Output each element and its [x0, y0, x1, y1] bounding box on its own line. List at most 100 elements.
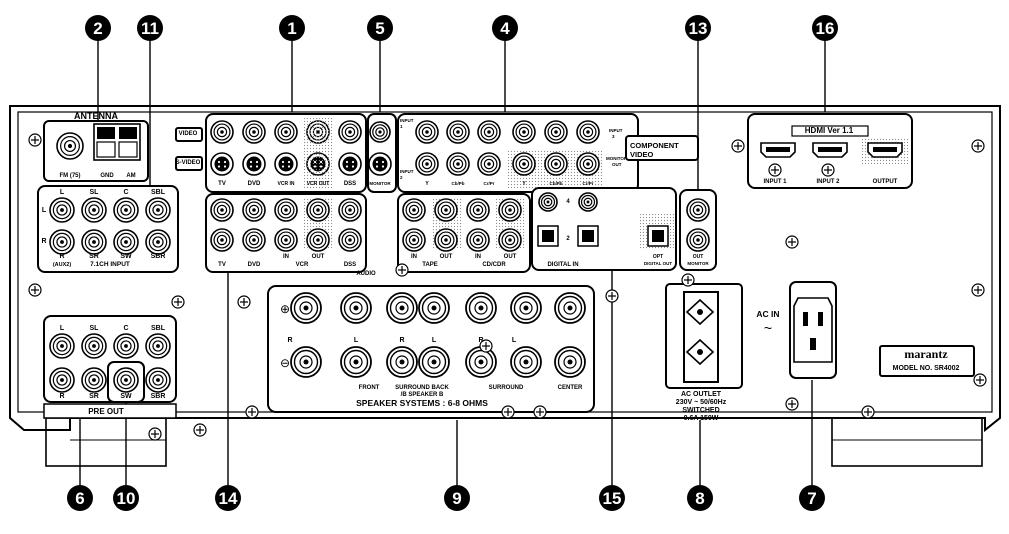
- callout-disc-2: [85, 15, 111, 41]
- ac-inlet[interactable]: [789, 281, 837, 379]
- comp-in2-jack-2[interactable]: [477, 152, 501, 176]
- comp-in1-jack-2[interactable]: [477, 120, 501, 144]
- video-dss-label: DSS: [344, 181, 356, 187]
- audio2-l-jack-3[interactable]: [498, 198, 522, 222]
- in71-bot-jack-1[interactable]: [81, 229, 107, 255]
- callout-number-11: 11: [141, 19, 159, 38]
- comp-in3-jack-2[interactable]: [576, 120, 600, 144]
- optical-out[interactable]: [647, 225, 669, 247]
- spk-sr-r: R: [478, 337, 483, 344]
- speaker-minus-6[interactable]: [554, 346, 586, 378]
- audio-l-jack-4[interactable]: [338, 198, 362, 222]
- ac-outlet-socket[interactable]: [683, 291, 719, 383]
- pre-bot-jack-1[interactable]: [81, 367, 107, 393]
- video-jack-4[interactable]: [338, 120, 362, 144]
- speaker-plus-1[interactable]: [340, 292, 372, 324]
- pre-c: C: [123, 325, 128, 332]
- acin-label: AC IN: [756, 309, 779, 319]
- panel-screw-10: [785, 397, 799, 411]
- coax-in-3[interactable]: [578, 192, 598, 212]
- panel-screw-11: [861, 405, 875, 419]
- fm-antenna-jack[interactable]: [56, 132, 84, 160]
- hdmi-input2-port[interactable]: [812, 142, 848, 158]
- speaker-minus-0[interactable]: [290, 346, 322, 378]
- comp-in2-jack-0[interactable]: [415, 152, 439, 176]
- video-monitor-jack[interactable]: [369, 121, 391, 143]
- comp-in3-jack-0[interactable]: [512, 120, 536, 144]
- speaker-plus-6[interactable]: [554, 292, 586, 324]
- comp-in2-jack-1[interactable]: [446, 152, 470, 176]
- audio-l-jack-2[interactable]: [274, 198, 298, 222]
- audio2-l-jack-0[interactable]: [402, 198, 426, 222]
- speaker-plus-2[interactable]: [386, 292, 418, 324]
- comp-in1-jack-0-pin: [425, 130, 429, 134]
- speaker-minus-5[interactable]: [510, 346, 542, 378]
- svideo-jack-1[interactable]: [242, 152, 266, 176]
- speaker-minus-1[interactable]: [340, 346, 372, 378]
- audio-mon-r-jack[interactable]: [686, 228, 710, 252]
- in71-sl: SL: [90, 189, 100, 196]
- audio2-l-jack-2[interactable]: [466, 198, 490, 222]
- in71-bot-jack-0[interactable]: [49, 229, 75, 255]
- audio2-r-jack-2[interactable]: [466, 228, 490, 252]
- speaker-plus-0[interactable]: [290, 292, 322, 324]
- optical-in-1[interactable]: [577, 225, 599, 247]
- speaker-plus-5[interactable]: [510, 292, 542, 324]
- svideo-jack-2[interactable]: [274, 152, 298, 176]
- comp-mon-jack-1[interactable]: [544, 152, 568, 176]
- comp-in1-jack-1[interactable]: [446, 120, 470, 144]
- audio-l-jack-3[interactable]: [306, 198, 330, 222]
- speaker-plus-4[interactable]: [465, 292, 497, 324]
- audio2-r-jack-3[interactable]: [498, 228, 522, 252]
- pre-top-jack-2[interactable]: [113, 333, 139, 359]
- in71-top-jack-1[interactable]: [81, 197, 107, 223]
- audio-r-jack-2[interactable]: [274, 228, 298, 252]
- hdmi-input1-port[interactable]: [760, 142, 796, 158]
- audio-l-jack-1[interactable]: [242, 198, 266, 222]
- hdmi-output-port[interactable]: [867, 142, 903, 158]
- speaker-minus-2[interactable]: [386, 346, 418, 378]
- svideo-monitor-jack[interactable]: [368, 152, 392, 176]
- svideo-jack-4[interactable]: [338, 152, 362, 176]
- audio-r-jack-3[interactable]: [306, 228, 330, 252]
- audio2-r-jack-1[interactable]: [434, 228, 458, 252]
- pre-top-jack-0[interactable]: [49, 333, 75, 359]
- speaker-plus-3[interactable]: [418, 292, 450, 324]
- audio-l-jack-0[interactable]: [210, 198, 234, 222]
- comp-mon-jack-2[interactable]: [576, 152, 600, 176]
- in71-bot-jack-3[interactable]: [145, 229, 171, 255]
- pre-top-jack-1[interactable]: [81, 333, 107, 359]
- speaker-minus-3[interactable]: [418, 346, 450, 378]
- am-gnd-terminal-block[interactable]: [93, 123, 141, 161]
- callout-disc-5: [367, 15, 393, 41]
- video-jack-2[interactable]: [274, 120, 298, 144]
- in71-top-jack-3[interactable]: [145, 197, 171, 223]
- preout-title-box: [43, 403, 177, 419]
- speaker-minus-4[interactable]: [465, 346, 497, 378]
- in71-bot-jack-2[interactable]: [113, 229, 139, 255]
- audio-r-jack-4[interactable]: [338, 228, 362, 252]
- audio-r-jack-1[interactable]: [242, 228, 266, 252]
- pre-top-jack-3[interactable]: [145, 333, 171, 359]
- am-clip: [119, 127, 137, 139]
- comp-in1-jack-0[interactable]: [415, 120, 439, 144]
- audio2-r-jack-0[interactable]: [402, 228, 426, 252]
- callout-7: 7: [799, 485, 825, 511]
- video-jack-0[interactable]: [210, 120, 234, 144]
- audio-mon-l-jack[interactable]: [686, 198, 710, 222]
- pre-sw-jack[interactable]: [113, 367, 139, 393]
- video-jack-1[interactable]: [242, 120, 266, 144]
- comp-mon-jack-0[interactable]: [512, 152, 536, 176]
- comp-in3-jack-1[interactable]: [544, 120, 568, 144]
- in71-top-jack-2[interactable]: [113, 197, 139, 223]
- coax-in-4[interactable]: [538, 192, 558, 212]
- in71-top-jack-0[interactable]: [49, 197, 75, 223]
- audio2-l-jack-1[interactable]: [434, 198, 458, 222]
- svideo-jack-0[interactable]: [210, 152, 234, 176]
- video-dvd-label: DVD: [248, 181, 261, 187]
- optical-in-2[interactable]: [537, 225, 559, 247]
- callout-number-9: 9: [452, 489, 461, 508]
- audio-r-jack-0[interactable]: [210, 228, 234, 252]
- pre-bot-jack-3[interactable]: [145, 367, 171, 393]
- pre-bot-jack-0[interactable]: [49, 367, 75, 393]
